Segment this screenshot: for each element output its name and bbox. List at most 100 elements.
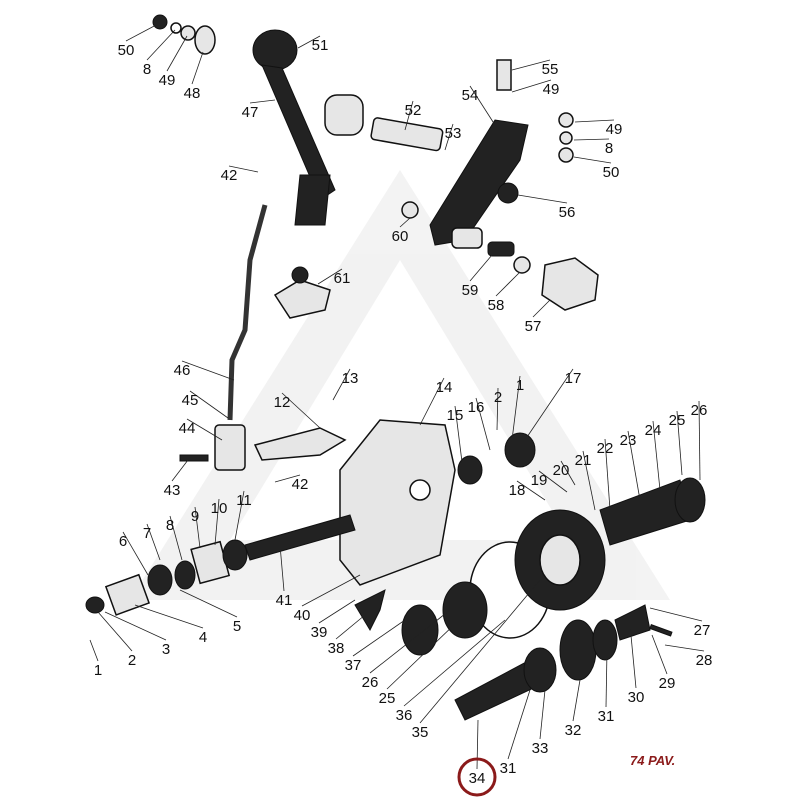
part-label-41: 41 — [276, 592, 293, 609]
parts-drawings — [85, 14, 706, 721]
part-label-24: 24 — [645, 422, 662, 439]
leader-line-24 — [652, 420, 661, 491]
leader-line-59 — [469, 254, 493, 282]
shaft-41 — [244, 514, 356, 561]
shaft-52 — [370, 117, 444, 152]
part-label-42: 42 — [221, 167, 238, 184]
part-label-50: 50 — [118, 42, 135, 59]
leader-line-7 — [146, 523, 161, 561]
part-label-50: 50 — [603, 164, 620, 181]
part-label-3: 3 — [162, 641, 170, 658]
part-label-28: 28 — [696, 652, 713, 669]
boot-61 — [273, 279, 331, 319]
leader-line-33 — [539, 689, 546, 740]
leader-line-42 — [274, 474, 301, 483]
part-label-52: 52 — [405, 102, 422, 119]
leader-line-29 — [651, 634, 668, 675]
part-label-49: 49 — [159, 72, 176, 89]
watermark — [130, 170, 670, 600]
part-label-13: 13 — [342, 370, 359, 387]
part-label-10: 10 — [211, 500, 228, 517]
leader-line-12 — [281, 392, 321, 429]
housing-14 — [339, 419, 456, 586]
leader-line-42 — [228, 165, 259, 173]
cap-57 — [541, 257, 599, 311]
part-label-2: 2 — [494, 389, 502, 406]
leader-line-1 — [89, 639, 99, 662]
part-label-12: 12 — [274, 394, 291, 411]
leader-line-2 — [97, 611, 133, 652]
part-label-26: 26 — [362, 674, 379, 691]
part-label-14: 14 — [436, 379, 453, 396]
shift-fork-38 — [354, 589, 386, 632]
leader-line-47 — [249, 99, 276, 104]
leader-line-13 — [332, 368, 351, 401]
leader-line-31 — [507, 689, 531, 760]
leader-line-26 — [369, 609, 451, 674]
part-label-45: 45 — [182, 392, 199, 409]
part-label-26: 26 — [691, 402, 708, 419]
part-label-44: 44 — [179, 420, 196, 437]
part-label-34: 34 — [469, 770, 486, 787]
leader-line-25 — [386, 599, 481, 690]
part-label-53: 53 — [445, 125, 462, 142]
leader-line-8 — [146, 29, 176, 61]
leader-line-58 — [495, 271, 521, 297]
leader-line-49 — [166, 35, 188, 72]
leader-line-34 — [476, 719, 479, 770]
leader-line-25 — [676, 410, 683, 476]
leader-line-21 — [582, 450, 596, 511]
leader-line-10 — [214, 498, 220, 546]
part-label-20: 20 — [553, 462, 570, 479]
leader-line-51 — [297, 35, 321, 49]
leader-line-18 — [516, 480, 546, 501]
part-label-39: 39 — [311, 624, 328, 641]
leader-line-1 — [511, 375, 521, 441]
part-label-35: 35 — [412, 724, 429, 741]
part-label-8: 8 — [166, 517, 174, 534]
part-label-56: 56 — [559, 204, 576, 221]
leader-line-15 — [454, 405, 463, 463]
part-label-17: 17 — [565, 370, 582, 387]
lever-arm — [261, 64, 336, 201]
leader-line-6 — [122, 531, 149, 576]
leader-line-3 — [104, 611, 167, 641]
leader-line-38 — [335, 614, 366, 640]
part-label-1: 1 — [516, 377, 524, 394]
part-label-25: 25 — [669, 412, 686, 429]
leader-line-53 — [444, 123, 454, 151]
part-label-15: 15 — [447, 407, 464, 424]
part-label-7: 7 — [143, 525, 151, 542]
part-label-42: 42 — [292, 476, 309, 493]
part-label-1: 1 — [94, 662, 102, 679]
lever-sleeve — [324, 94, 364, 136]
leader-line-8 — [573, 138, 610, 141]
part-label-8: 8 — [143, 61, 151, 78]
leader-line-60 — [399, 217, 411, 228]
part-label-48: 48 — [184, 85, 201, 102]
part-label-22: 22 — [597, 440, 614, 457]
part-label-29: 29 — [659, 675, 676, 692]
part-label-18: 18 — [509, 482, 526, 499]
leader-line-48 — [191, 51, 204, 85]
leader-line-49 — [574, 119, 615, 123]
part-label-43: 43 — [164, 482, 181, 499]
part-label-5: 5 — [233, 618, 241, 635]
part-label-9: 9 — [191, 508, 199, 525]
part-label-27: 27 — [694, 622, 711, 639]
leader-lines — [89, 23, 705, 770]
leader-line-23 — [627, 430, 641, 501]
leader-line-49 — [511, 79, 552, 93]
part-label-60: 60 — [392, 228, 409, 245]
leader-line-8 — [169, 515, 183, 561]
pin-48 — [194, 25, 216, 55]
part-label-49: 49 — [543, 81, 560, 98]
knob — [252, 29, 298, 71]
leader-line-31 — [605, 649, 608, 708]
part-label-2: 2 — [128, 652, 136, 669]
leader-line-41 — [279, 544, 285, 592]
part-label-8: 8 — [605, 140, 613, 157]
leader-line-37 — [352, 619, 406, 657]
